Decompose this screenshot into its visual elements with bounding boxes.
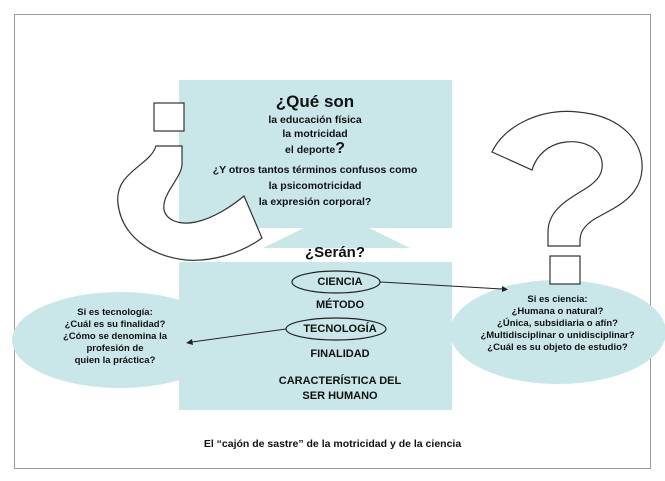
label-caracteristica: CARACTERÍSTICA DEL [278,375,402,387]
deporte-question-mark: ? [335,140,345,157]
concept-deporte-line: el deporte? [180,140,450,158]
right-ellipse-line-1: Si es ciencia: [527,294,588,305]
right-ellipse-line-2: ¿Humana o natural? [511,306,604,317]
right-ellipse-line-5: ¿Cuál es su objeto de estudio? [487,342,628,353]
left-ellipse-line-5: quien la práctica? [74,355,156,366]
label-tecnologia: TECNOLOGÍA [303,323,377,335]
label-finalidad: FINALIDAD [310,348,370,360]
left-ellipse [12,292,228,388]
right-ellipse-line-3: ¿Única, subsidiaria o afín? [497,318,618,329]
diagram-frame [14,14,651,469]
label-ser-humano: SER HUMANO [302,390,378,402]
top-box [179,80,452,228]
left-ellipse-line-1: Si es tecnología: [77,307,153,318]
concept-expresion-corporal: la expresión corporal? [258,196,372,208]
figure-caption: El “cajón de sastre” de la motricidad y … [203,438,462,450]
question-mark-icon [491,110,643,285]
left-ellipse-line-3: ¿Cómo se denomina la [63,331,167,342]
confusing-terms-question: ¿Y otros tantos términos confusos como [212,164,418,176]
concept-deporte: el deporte [285,144,336,156]
seran-question: ¿Serán? [304,244,365,261]
concept-psicomotricidad: la psicomotricidad [268,180,362,192]
right-ellipse-line-4: ¿Multidisciplinar o unidisciplinar? [480,330,635,341]
left-ellipse-line-2: ¿Cuál es su finalidad? [64,319,166,330]
arrow-to-left [191,328,287,343]
left-ellipse-line-4: profesión de [86,343,144,354]
arrow-to-right [379,281,503,290]
right-ellipse [450,280,665,384]
question-title: ¿Qué son [275,92,355,111]
concept-educacion-fisica: la educación física [268,114,362,126]
label-metodo: MÉTODO [315,299,365,311]
inverted-question-mark-icon [117,102,263,261]
concept-motricidad: la motricidad [282,128,348,140]
label-ciencia: CIENCIA [317,276,363,288]
arrow-triangle [263,212,410,248]
